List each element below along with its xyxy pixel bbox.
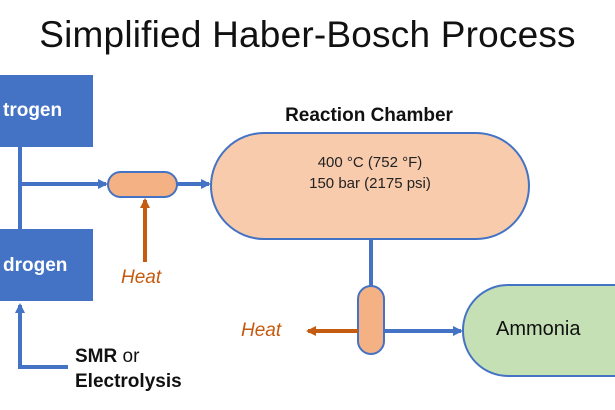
nitrogen-box	[0, 75, 93, 147]
reaction-chamber-title: Reaction Chamber	[285, 105, 453, 126]
hydrogen-label: drogen	[3, 255, 68, 276]
ammonia-label: Ammonia	[496, 318, 581, 340]
ammonia-box	[462, 284, 615, 377]
heat-out-label: Heat	[241, 320, 282, 341]
hydrogen-source-label: SMR or Electrolysis	[75, 344, 182, 394]
hydrogen-box	[0, 229, 93, 301]
heat-in-label: Heat	[121, 267, 162, 288]
condenser	[357, 285, 385, 355]
chamber-temperature: 400 °C (752 °F)	[317, 154, 423, 171]
hydrogen-source-arrow	[15, 303, 68, 369]
electrolysis-label: Electrolysis	[75, 371, 182, 392]
reaction-conditions: 400 °C (752 °F) 150 bar (2175 psi)	[214, 152, 526, 194]
pre-heater	[107, 171, 178, 198]
or-label: or	[122, 346, 140, 367]
diagram-title: Simplified Haber-Bosch Process	[39, 14, 576, 55]
nitrogen-label: trogen	[3, 100, 63, 121]
smr-label: SMR	[75, 346, 118, 367]
chamber-pressure: 150 bar (2175 psi)	[309, 175, 431, 192]
